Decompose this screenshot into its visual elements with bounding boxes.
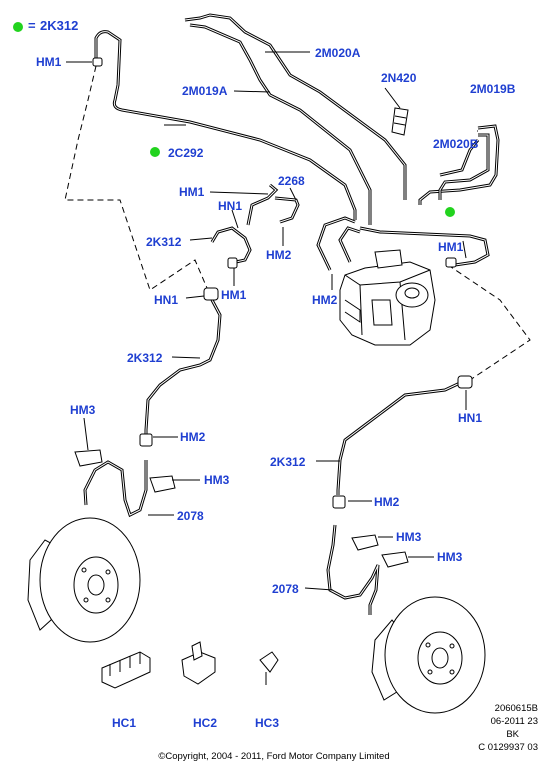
label-hn1-right[interactable]: HN1: [458, 411, 483, 425]
legend-green-dot: [13, 22, 23, 32]
label-hc1[interactable]: HC1: [112, 716, 137, 730]
dashed-outline-right: [447, 264, 531, 381]
hm2-fitting-right: [332, 495, 346, 509]
label-2078-left[interactable]: 2078: [177, 509, 204, 523]
flex-hose-2078-left: [83, 460, 148, 518]
2n420-clip: [391, 107, 409, 136]
label-hm2-right[interactable]: HM2: [374, 495, 400, 509]
label-hm1-low[interactable]: HM1: [221, 288, 247, 302]
label-2m019a[interactable]: 2M019A: [182, 84, 228, 98]
hn1-clip-right: [457, 375, 473, 389]
hn1-clip: [203, 287, 219, 301]
label-hc2[interactable]: HC2: [193, 716, 218, 730]
green-marker-2c292: [150, 147, 160, 157]
legend-code[interactable]: 2K312: [40, 18, 79, 33]
hc1-clip: [101, 651, 151, 689]
label-hm3-left2[interactable]: HM3: [204, 473, 230, 487]
label-hm1-mid[interactable]: HM1: [179, 185, 205, 199]
label-2k312-right[interactable]: 2K312: [270, 455, 306, 469]
label-2078-right[interactable]: 2078: [272, 582, 299, 596]
copyright: ©Copyright, 2004 - 2011, Ford Motor Comp…: [158, 751, 390, 762]
label-hm3-right2[interactable]: HM3: [437, 550, 463, 564]
leader-lines: [66, 51, 478, 591]
hm3-bracket-right2: [381, 551, 409, 568]
label-hm2-left[interactable]: HM2: [180, 430, 206, 444]
label-hm3-left[interactable]: HM3: [70, 403, 96, 417]
label-hn1-left[interactable]: HN1: [154, 293, 179, 307]
diagram-id: 2060615B: [494, 703, 538, 714]
hc3-clip: [259, 651, 279, 685]
label-hc3[interactable]: HC3: [255, 716, 280, 730]
label-2m020a[interactable]: 2M020A: [315, 46, 361, 60]
label-2m019b[interactable]: 2M019B: [470, 82, 516, 96]
hm1-fitting-low: [227, 257, 238, 269]
hm3-bracket-left2: [149, 475, 176, 493]
brake-disc-right: [371, 596, 486, 714]
green-marker-2m020b: [445, 207, 455, 217]
hm1-clip-top: [92, 57, 103, 67]
diagram-ref: C 0129937 03: [478, 742, 538, 753]
brake-line-2k312-left: [144, 299, 222, 437]
label-2c292[interactable]: 2C292: [168, 146, 204, 160]
legend-equals: =: [28, 18, 36, 33]
dashed-outline: [64, 65, 211, 296]
brake-disc-left: [27, 517, 141, 643]
label-2n420[interactable]: 2N420: [381, 71, 417, 85]
label-2m020b[interactable]: 2M020B: [433, 137, 479, 151]
hm3-bracket-right1: [351, 534, 379, 551]
label-hm2-abs[interactable]: HM2: [312, 293, 338, 307]
label-hm2-mid[interactable]: HM2: [266, 248, 292, 262]
label-2k312-left[interactable]: 2K312: [127, 351, 163, 365]
label-hm1-top-left[interactable]: HM1: [36, 55, 62, 69]
label-hn1-mid[interactable]: HN1: [218, 199, 243, 213]
label-hm1-right[interactable]: HM1: [438, 240, 464, 254]
hm3-bracket-left: [74, 449, 103, 467]
abs-module: [339, 249, 436, 346]
hm2-fitting-left: [139, 433, 153, 447]
diagram-date: 06-2011 23: [490, 716, 538, 727]
diagram-code: BK: [506, 729, 519, 740]
label-hm3-right1[interactable]: HM3: [396, 530, 422, 544]
label-2268[interactable]: 2268: [278, 174, 305, 188]
label-2k312-mid[interactable]: 2K312: [146, 235, 182, 249]
hm1-fitting-right: [445, 257, 457, 268]
hc2-clip: [181, 641, 216, 685]
